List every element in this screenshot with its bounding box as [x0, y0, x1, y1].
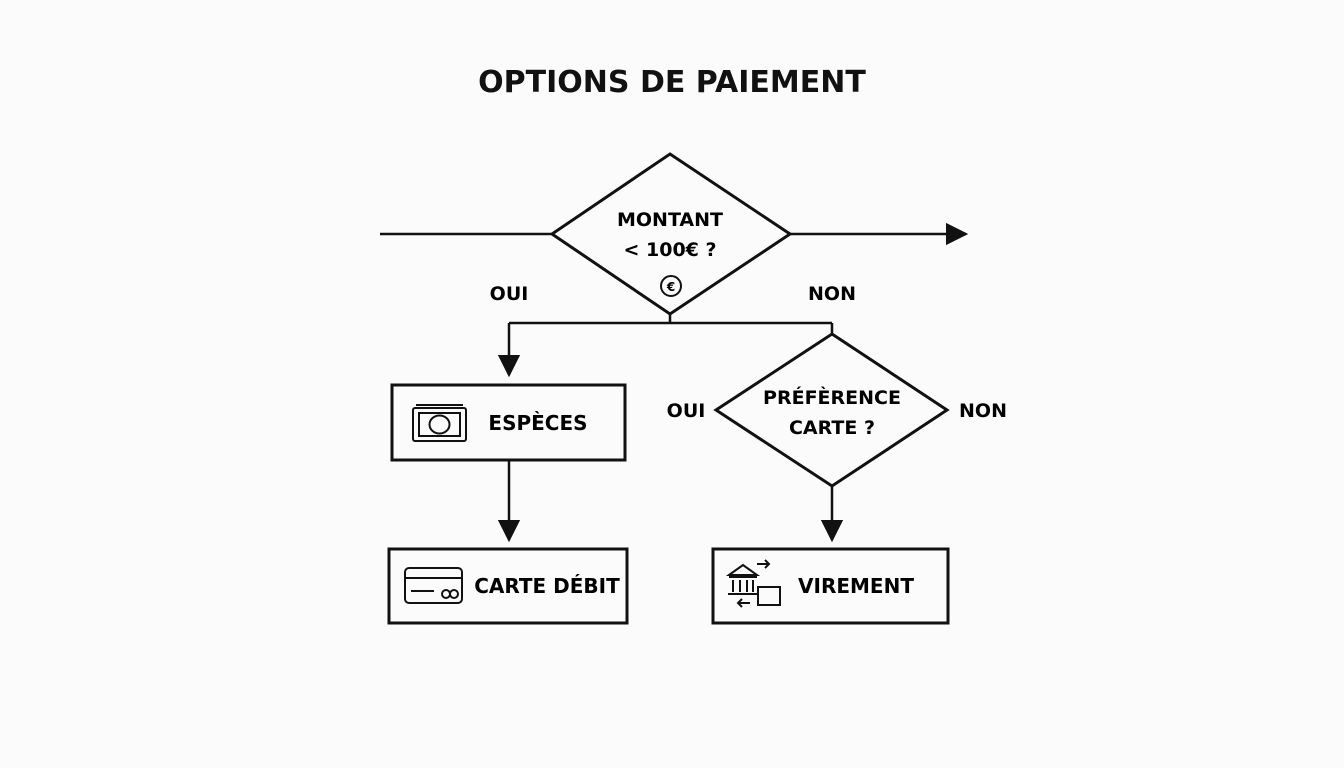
- branch-label-pref-yes: OUI: [667, 400, 706, 422]
- decision-preference-line2: CARTE ?: [789, 417, 875, 439]
- node-debit-box: [387, 547, 629, 625]
- diagram-title: OPTIONS DE PAIEMENT: [478, 65, 866, 100]
- decision-amount-line1: MONTANT: [617, 209, 723, 231]
- banknote-icon: [412, 404, 467, 442]
- branch-label-amount-yes: OUI: [490, 283, 529, 305]
- node-debit: CARTE DÉBIT: [387, 547, 629, 625]
- euro-symbol: €: [666, 280, 675, 294]
- euro-coin-icon: €: [660, 275, 682, 297]
- bank-transfer-icon: [725, 559, 781, 608]
- node-transfer: VIREMENT: [711, 547, 950, 625]
- node-cash-label: ESPÈCES: [488, 411, 587, 435]
- branch-label-amount-no: NON: [808, 283, 856, 305]
- decision-preference-line1: PRÉFÈRENCE: [763, 386, 901, 409]
- decision-amount: MONTANT < 100€ ? €: [549, 152, 793, 316]
- branch-label-pref-no: NON: [959, 400, 1007, 422]
- decision-preference-diamond: [713, 332, 950, 488]
- decision-amount-line2: < 100€ ?: [623, 239, 716, 261]
- credit-card-icon: [404, 567, 463, 604]
- node-cash: ESPÈCES: [390, 383, 627, 462]
- node-debit-label: CARTE DÉBIT: [474, 574, 620, 598]
- node-transfer-label: VIREMENT: [798, 574, 914, 598]
- decision-preference: PRÉFÈRENCE CARTE ?: [713, 332, 950, 488]
